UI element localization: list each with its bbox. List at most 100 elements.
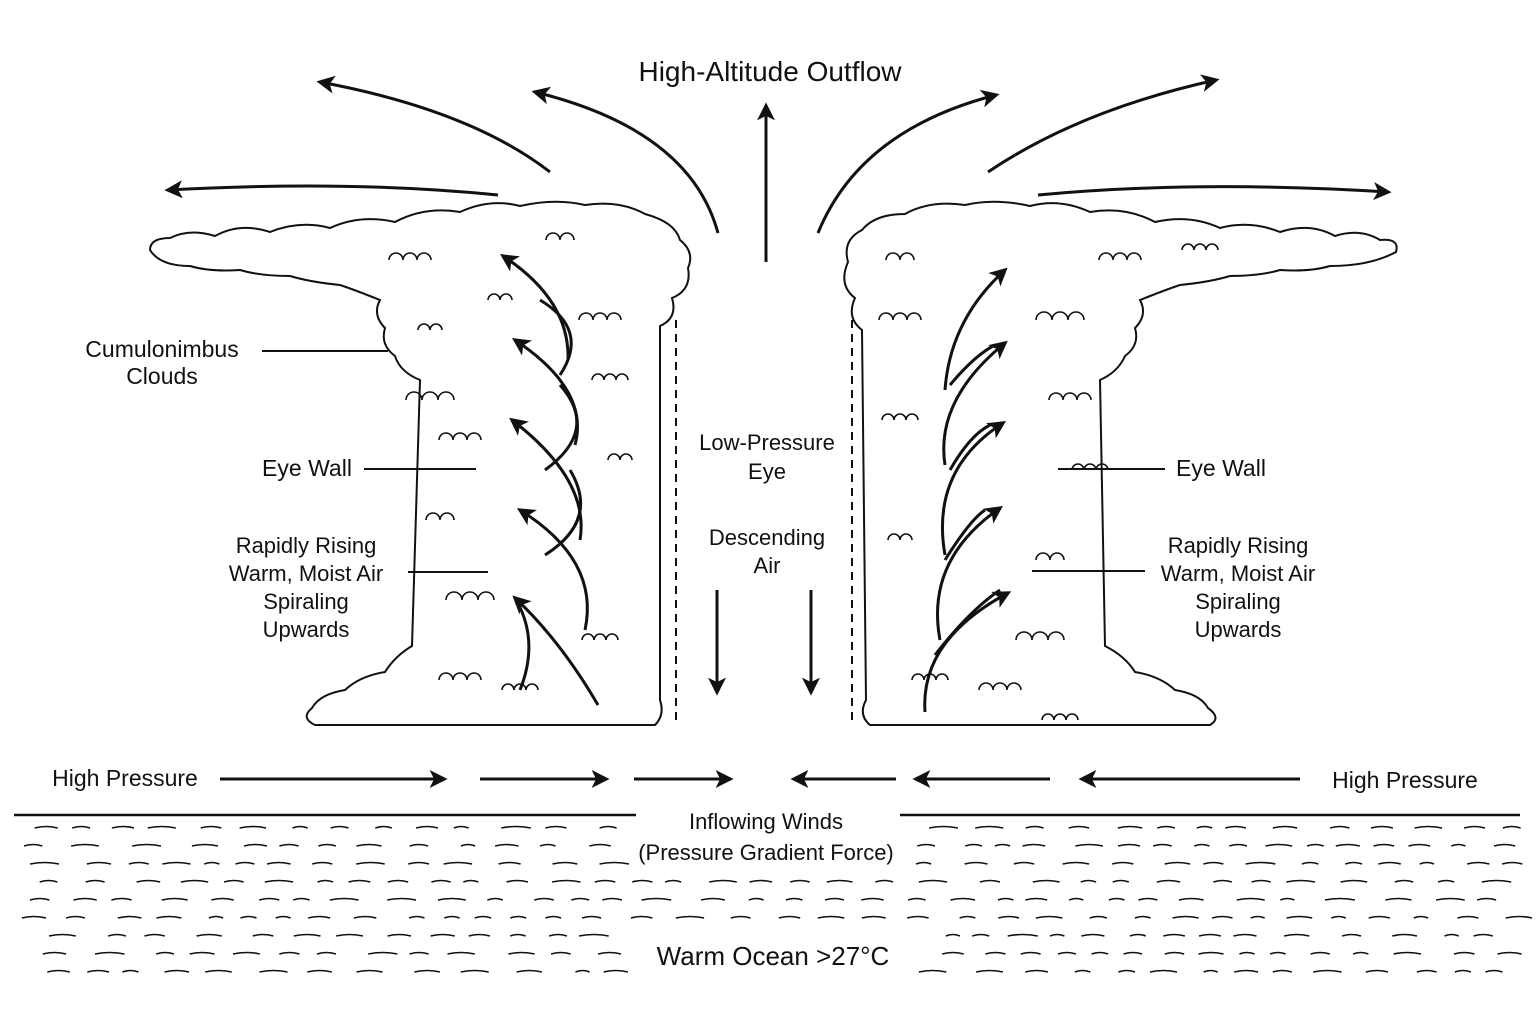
ocean-wave — [941, 951, 964, 955]
ocean-wave — [1378, 861, 1402, 865]
ocean-wave — [1196, 825, 1213, 829]
rising-air-label-left: Rapidly Rising Warm, Moist Air Spiraling… — [228, 533, 384, 643]
ocean-wave — [71, 825, 91, 829]
ocean-wave — [1068, 897, 1084, 901]
ocean-wave — [1385, 897, 1412, 901]
ocean-wave — [1450, 843, 1466, 847]
ocean-wave — [1286, 915, 1313, 919]
ocean-wave — [200, 825, 222, 829]
ocean-wave — [191, 843, 219, 847]
ocean-wave — [1075, 843, 1104, 847]
ocean-wave — [548, 933, 568, 937]
ocean-wave — [551, 879, 581, 883]
ocean-wave — [1163, 933, 1186, 937]
ocean-wave — [1123, 951, 1143, 955]
ocean-wave — [589, 843, 611, 847]
ocean-wave — [1025, 969, 1049, 973]
warm-ocean-label: Warm Ocean >27°C — [656, 941, 890, 971]
cloud-puff — [1015, 631, 1065, 641]
ocean-wave — [1152, 843, 1172, 847]
cumulonimbus-label: Cumulonimbus Clouds — [85, 336, 239, 390]
ocean-wave — [1505, 915, 1533, 919]
cloud-puff — [881, 413, 919, 421]
ocean-wave — [1198, 933, 1222, 937]
ocean-wave — [975, 969, 1004, 973]
ocean-wave — [1435, 897, 1465, 901]
ocean-wave — [994, 843, 1011, 847]
ocean-wave — [239, 825, 267, 829]
ocean-wave — [70, 843, 99, 847]
cloud-puff — [487, 293, 513, 301]
ocean-wave — [928, 825, 959, 829]
ocean-wave — [460, 843, 476, 847]
ocean-wave — [156, 915, 182, 919]
ocean-wave — [162, 861, 191, 865]
ocean-wave — [1340, 879, 1368, 883]
ocean-wave — [279, 951, 300, 955]
eye-wall-label-left: Eye Wall — [262, 455, 352, 481]
ocean-wave — [94, 951, 125, 955]
ocean-wave — [409, 951, 429, 955]
ocean-wave — [336, 933, 364, 937]
ocean-wave — [1306, 843, 1324, 847]
ocean-wave — [1203, 861, 1224, 865]
ocean-wave — [918, 969, 947, 973]
ocean-wave-dashes — [21, 825, 1533, 973]
ocean-wave — [817, 915, 845, 919]
ocean-wave — [550, 951, 571, 955]
ocean-wave — [1062, 861, 1090, 865]
ocean-wave — [826, 879, 853, 883]
ocean-wave — [534, 897, 555, 901]
cloud-puff — [1098, 252, 1142, 261]
cloud-puff — [878, 312, 922, 321]
ocean-wave — [1134, 915, 1151, 919]
ocean-wave — [196, 933, 222, 937]
ocean-wave — [1335, 843, 1360, 847]
ocean-wave — [1239, 951, 1255, 955]
ocean-wave — [1413, 915, 1429, 919]
ocean-wave — [117, 915, 142, 919]
ocean-wave — [1265, 843, 1293, 847]
ocean-wave — [602, 897, 623, 901]
ocean-wave — [387, 879, 409, 883]
ocean-wave — [631, 879, 653, 883]
ocean-wave — [65, 915, 86, 919]
ocean-wave — [356, 861, 385, 865]
ocean-wave — [1117, 843, 1141, 847]
ocean-wave — [444, 915, 460, 919]
ocean-wave — [387, 933, 412, 937]
ocean-wave — [111, 897, 132, 901]
ocean-wave — [581, 915, 602, 919]
ocean-wave — [575, 969, 590, 973]
ocean-wave — [1497, 951, 1522, 955]
ocean-wave — [1493, 843, 1516, 847]
ocean-wave — [824, 897, 845, 901]
ocean-wave — [1229, 843, 1248, 847]
ocean-wave — [23, 843, 43, 847]
inflowing-winds-label: Inflowing Winds (Pressure Gradient Force… — [638, 809, 894, 866]
ocean-wave — [1414, 825, 1443, 829]
cloud-puff — [438, 432, 482, 441]
ocean-wave — [539, 843, 556, 847]
cloud-puff — [1181, 243, 1219, 251]
ocean-wave — [205, 969, 232, 973]
ocean-wave — [501, 825, 531, 829]
cloud-puff — [388, 252, 432, 261]
ocean-wave — [180, 879, 209, 883]
ocean-wave — [375, 825, 393, 829]
right-cloud-tower — [843, 200, 1398, 726]
ocean-wave — [1020, 951, 1041, 955]
ocean-wave — [975, 825, 1004, 829]
ocean-wave — [415, 825, 439, 829]
ocean-wave — [1324, 897, 1356, 901]
ocean-wave — [463, 879, 479, 883]
ocean-wave — [918, 879, 948, 883]
cloud-puff — [978, 682, 1022, 691]
ocean-wave — [408, 915, 425, 919]
ocean-wave — [164, 969, 190, 973]
ocean-wave — [232, 951, 260, 955]
rising-air-label-right: Rapidly Rising Warm, Moist Air Spiraling… — [1160, 533, 1316, 643]
ocean-wave — [997, 897, 1014, 901]
ocean-wave — [189, 951, 215, 955]
